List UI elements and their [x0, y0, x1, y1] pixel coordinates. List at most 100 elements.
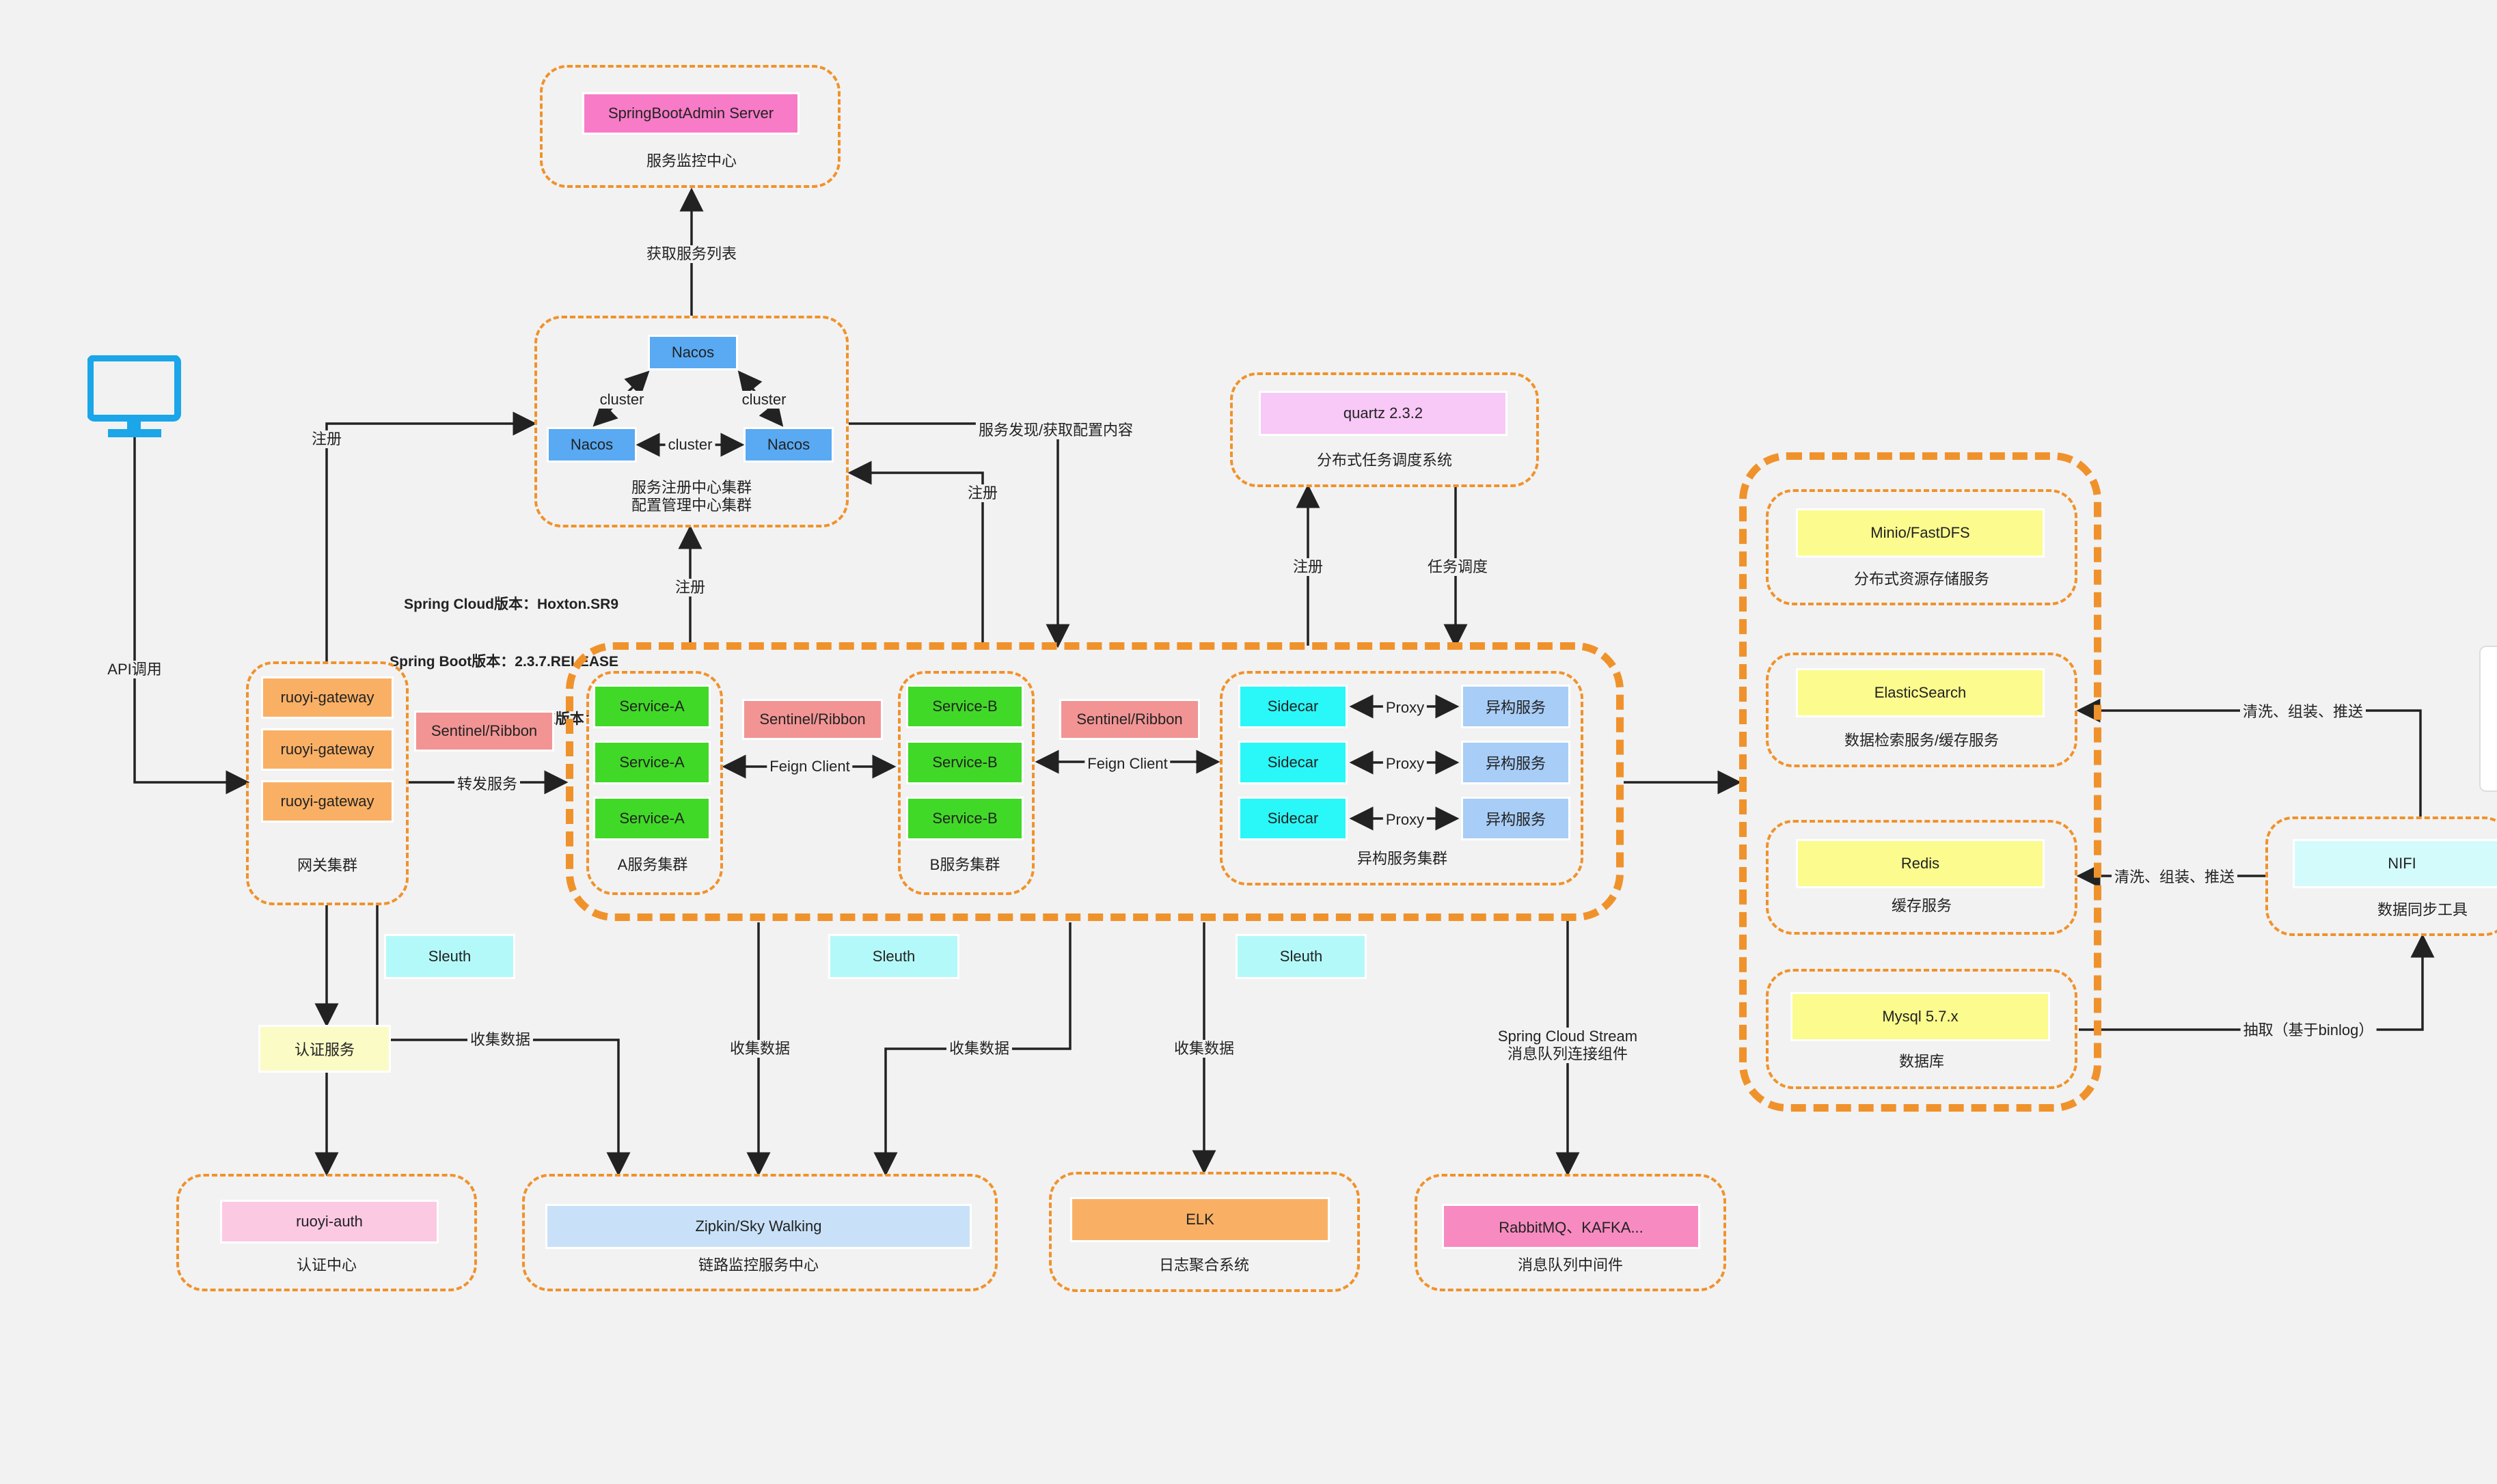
- service-a-caption: A服务集群: [617, 856, 688, 873]
- label-stream-2: 消息队列连接组件: [1504, 1045, 1631, 1063]
- edge-sync-es: [2076, 698, 2422, 816]
- service-a-frame: [586, 671, 723, 895]
- edge-collect-auth: [391, 1039, 631, 1177]
- service-b-node-1[interactable]: Service-B: [906, 685, 1024, 728]
- proxy-label-3: Proxy: [1382, 811, 1428, 829]
- hetero-service-3[interactable]: 异构服务: [1461, 797, 1570, 840]
- service-b-node-3[interactable]: Service-B: [906, 797, 1024, 840]
- label-forward: 转发服务: [454, 775, 521, 793]
- mysql-node[interactable]: Mysql 5.7.x: [1790, 992, 2050, 1041]
- nacos-left[interactable]: Nacos: [547, 427, 637, 463]
- nacos-caption-2: 配置管理中心集群: [631, 497, 752, 514]
- auth-center-frame: [176, 1174, 477, 1291]
- redis-frame: [1766, 820, 2077, 935]
- quartz-frame: [1230, 372, 1539, 487]
- minio-node[interactable]: Minio/FastDFS: [1796, 508, 2045, 558]
- redis-node[interactable]: Redis: [1796, 839, 2045, 888]
- quartz-caption: 分布式任务调度系统: [1316, 452, 1453, 469]
- label-feign-b: Feign Client: [1084, 755, 1171, 773]
- nifi-frame: [2265, 816, 2497, 936]
- sleuth-2: Sleuth: [828, 934, 959, 979]
- label-collect-b: 收集数据: [946, 1040, 1013, 1058]
- cluster-label-right: cluster: [739, 391, 789, 409]
- elk-node[interactable]: ELK: [1070, 1197, 1330, 1242]
- es-node[interactable]: ElasticSearch: [1796, 668, 2045, 717]
- auth-center-caption: 认证中心: [296, 1256, 357, 1274]
- nifi-caption: 数据同步工具: [2377, 901, 2468, 918]
- hetero-service-1[interactable]: 异构服务: [1461, 685, 1570, 728]
- service-a-node-2[interactable]: Service-A: [593, 741, 711, 784]
- cluster-label-left: cluster: [597, 391, 647, 409]
- mq-caption: 消息队列中间件: [1517, 1256, 1624, 1274]
- nacos-right[interactable]: Nacos: [743, 427, 834, 463]
- minio-caption: 分布式资源存储服务: [1853, 571, 1990, 588]
- nacos-frame: [534, 316, 849, 527]
- mysql-frame: [1766, 969, 2077, 1089]
- mq-node[interactable]: RabbitMQ、KAFKA...: [1442, 1204, 1700, 1249]
- elk-caption: 日志聚合系统: [1158, 1256, 1250, 1274]
- gateway-node-3[interactable]: ruoyi-gateway: [261, 780, 394, 823]
- sidecar-node-2[interactable]: Sidecar: [1238, 741, 1348, 784]
- sidecar-node-3[interactable]: Sidecar: [1238, 797, 1348, 840]
- nifi-node[interactable]: NIFI: [2293, 839, 2497, 888]
- proxy-label-1: Proxy: [1382, 699, 1428, 717]
- storage-frame: [1739, 452, 2101, 1112]
- mq-frame: [1415, 1174, 1726, 1291]
- redis-caption: 缓存服务: [1891, 897, 1952, 914]
- nacos-caption-1: 服务注册中心集群: [631, 479, 752, 496]
- edge-gateway-register: [325, 411, 537, 661]
- label-register-b: 注册: [964, 484, 1001, 502]
- label-feign-a: Feign Client: [767, 758, 853, 775]
- hetero-caption: 异构服务集群: [1356, 850, 1448, 867]
- version-spring-cloud: Spring Cloud版本：Hoxton.SR9: [404, 596, 618, 612]
- cluster-label-mid: cluster: [665, 436, 715, 454]
- es-frame: [1766, 652, 2077, 767]
- sleuth-1: Sleuth: [384, 934, 515, 979]
- label-api-call: API调用: [105, 661, 165, 678]
- elk-frame: [1049, 1172, 1360, 1292]
- service-a-node-1[interactable]: Service-A: [593, 685, 711, 728]
- gateway-node-1[interactable]: ruoyi-gateway: [261, 676, 394, 719]
- gateway-frame: [246, 661, 409, 905]
- edge-panel: [2479, 646, 2497, 792]
- nacos-top[interactable]: Nacos: [648, 335, 738, 370]
- label-task-schedule: 任务调度: [1424, 558, 1491, 576]
- sentinel-ribbon-2: Sentinel/Ribbon: [742, 699, 883, 740]
- sidecar-node-1[interactable]: Sidecar: [1238, 685, 1348, 728]
- label-stream-1: Spring Cloud Stream: [1495, 1028, 1641, 1045]
- gateway-caption: 网关集群: [297, 857, 358, 874]
- auth-center-node[interactable]: ruoyi-auth: [220, 1200, 439, 1243]
- quartz-node[interactable]: quartz 2.3.2: [1259, 391, 1507, 436]
- edge-api-call: [133, 437, 250, 795]
- label-register-quartz: 注册: [1290, 558, 1326, 576]
- label-register-gateway: 注册: [308, 430, 345, 448]
- zipkin-node[interactable]: Zipkin/Sky Walking: [545, 1204, 972, 1249]
- mysql-caption: 数据库: [1898, 1053, 1945, 1070]
- hetero-service-2[interactable]: 异构服务: [1461, 741, 1570, 784]
- label-collect-auth: 收集数据: [467, 1031, 534, 1049]
- label-collect-a: 收集数据: [726, 1040, 793, 1058]
- service-b-node-2[interactable]: Service-B: [906, 741, 1024, 784]
- gateway-node-2[interactable]: ruoyi-gateway: [261, 728, 394, 771]
- es-caption: 数据检索服务/缓存服务: [1844, 732, 2000, 749]
- sentinel-ribbon-3: Sentinel/Ribbon: [1059, 699, 1200, 740]
- label-binlog: 抽取（基于binlog）: [2240, 1021, 2377, 1039]
- service-a-node-3[interactable]: Service-A: [593, 797, 711, 840]
- admin-node[interactable]: SpringBootAdmin Server: [582, 92, 800, 135]
- hetero-frame: [1220, 671, 1583, 885]
- service-b-caption: B服务集群: [929, 856, 1000, 873]
- zipkin-frame: [522, 1174, 998, 1291]
- label-sync-redis: 清洗、组装、推送: [2111, 868, 2238, 886]
- sleuth-3: Sleuth: [1236, 934, 1367, 979]
- label-register-a: 注册: [672, 579, 709, 596]
- admin-frame: [540, 65, 841, 188]
- admin-caption: 服务监控中心: [646, 152, 737, 169]
- label-sync-es: 清洗、组装、推送: [2239, 703, 2366, 721]
- auth-service-node[interactable]: 认证服务: [258, 1025, 391, 1073]
- label-discovery: 服务发现/获取配置内容: [975, 422, 1136, 439]
- services-frame: [566, 642, 1624, 921]
- minio-frame: [1766, 489, 2077, 605]
- monitor-icon: [87, 355, 181, 437]
- proxy-label-2: Proxy: [1382, 755, 1428, 773]
